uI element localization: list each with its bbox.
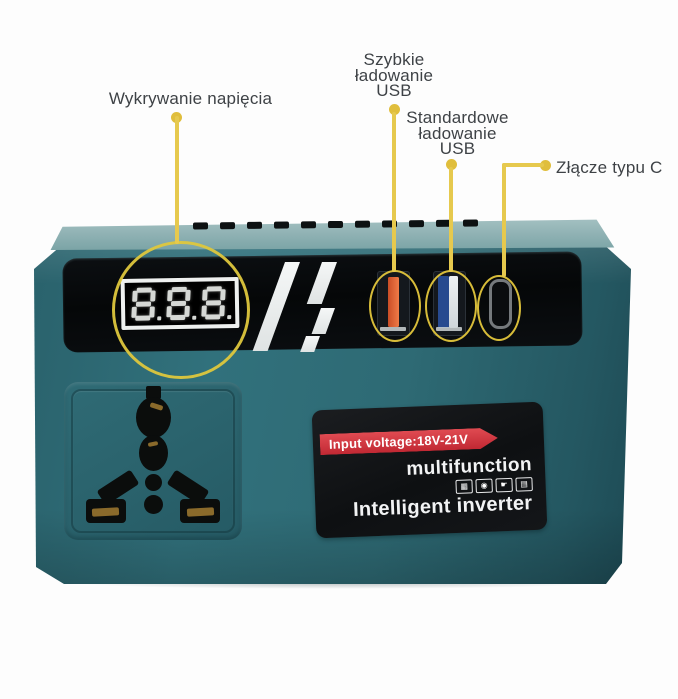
callout-dot — [540, 160, 551, 171]
usb-c-highlight-ring — [477, 275, 521, 341]
socket-hole — [139, 435, 168, 471]
vent-slot — [192, 222, 209, 230]
callout-line — [175, 116, 179, 244]
callout-standard-usb: Standardowe ładowanie USB — [406, 108, 509, 158]
callout-voltage-detection: Wykrywanie napięcia — [108, 89, 273, 108]
vent-slot — [462, 219, 479, 227]
feature-icon-row: ▦ ◉ ☛ ▤ — [455, 477, 533, 495]
grid-icon: ▦ — [455, 479, 473, 495]
callout-dot — [446, 159, 457, 170]
socket-ground-slot — [146, 386, 161, 399]
input-voltage-banner: Input voltage:18V-21V — [320, 427, 499, 455]
vent-slot — [273, 221, 290, 229]
vent-slot — [219, 222, 236, 230]
vent-slot — [408, 220, 425, 228]
callout-line — [449, 167, 453, 272]
label-subtitle: Intelligent inverter — [352, 492, 533, 521]
standard-usb-highlight-ring — [425, 270, 477, 342]
socket-pin-hole — [145, 474, 162, 491]
fan-icon: ◉ — [475, 478, 493, 494]
display-highlight-ring — [112, 241, 250, 379]
fast-usb-highlight-ring — [369, 270, 421, 342]
callout-line — [502, 163, 506, 277]
vent-slot — [354, 220, 371, 228]
callout-fast-usb: Szybkie ładowanie USB — [354, 50, 434, 100]
vent-slot — [327, 220, 344, 229]
socket-pin-hole — [144, 495, 163, 514]
vent-slot — [246, 221, 263, 229]
callout-line — [502, 163, 544, 167]
callout-line — [392, 112, 396, 272]
callout-type-c: Złącze typu C — [556, 158, 663, 177]
ac-socket — [64, 382, 242, 540]
callout-dot — [389, 104, 400, 115]
product-label: Input voltage:18V-21V multifunction ▦ ◉ … — [311, 401, 548, 539]
hand-icon: ☛ — [495, 477, 513, 493]
vent-slot — [300, 221, 317, 229]
outlet-icon: ▤ — [515, 477, 533, 492]
